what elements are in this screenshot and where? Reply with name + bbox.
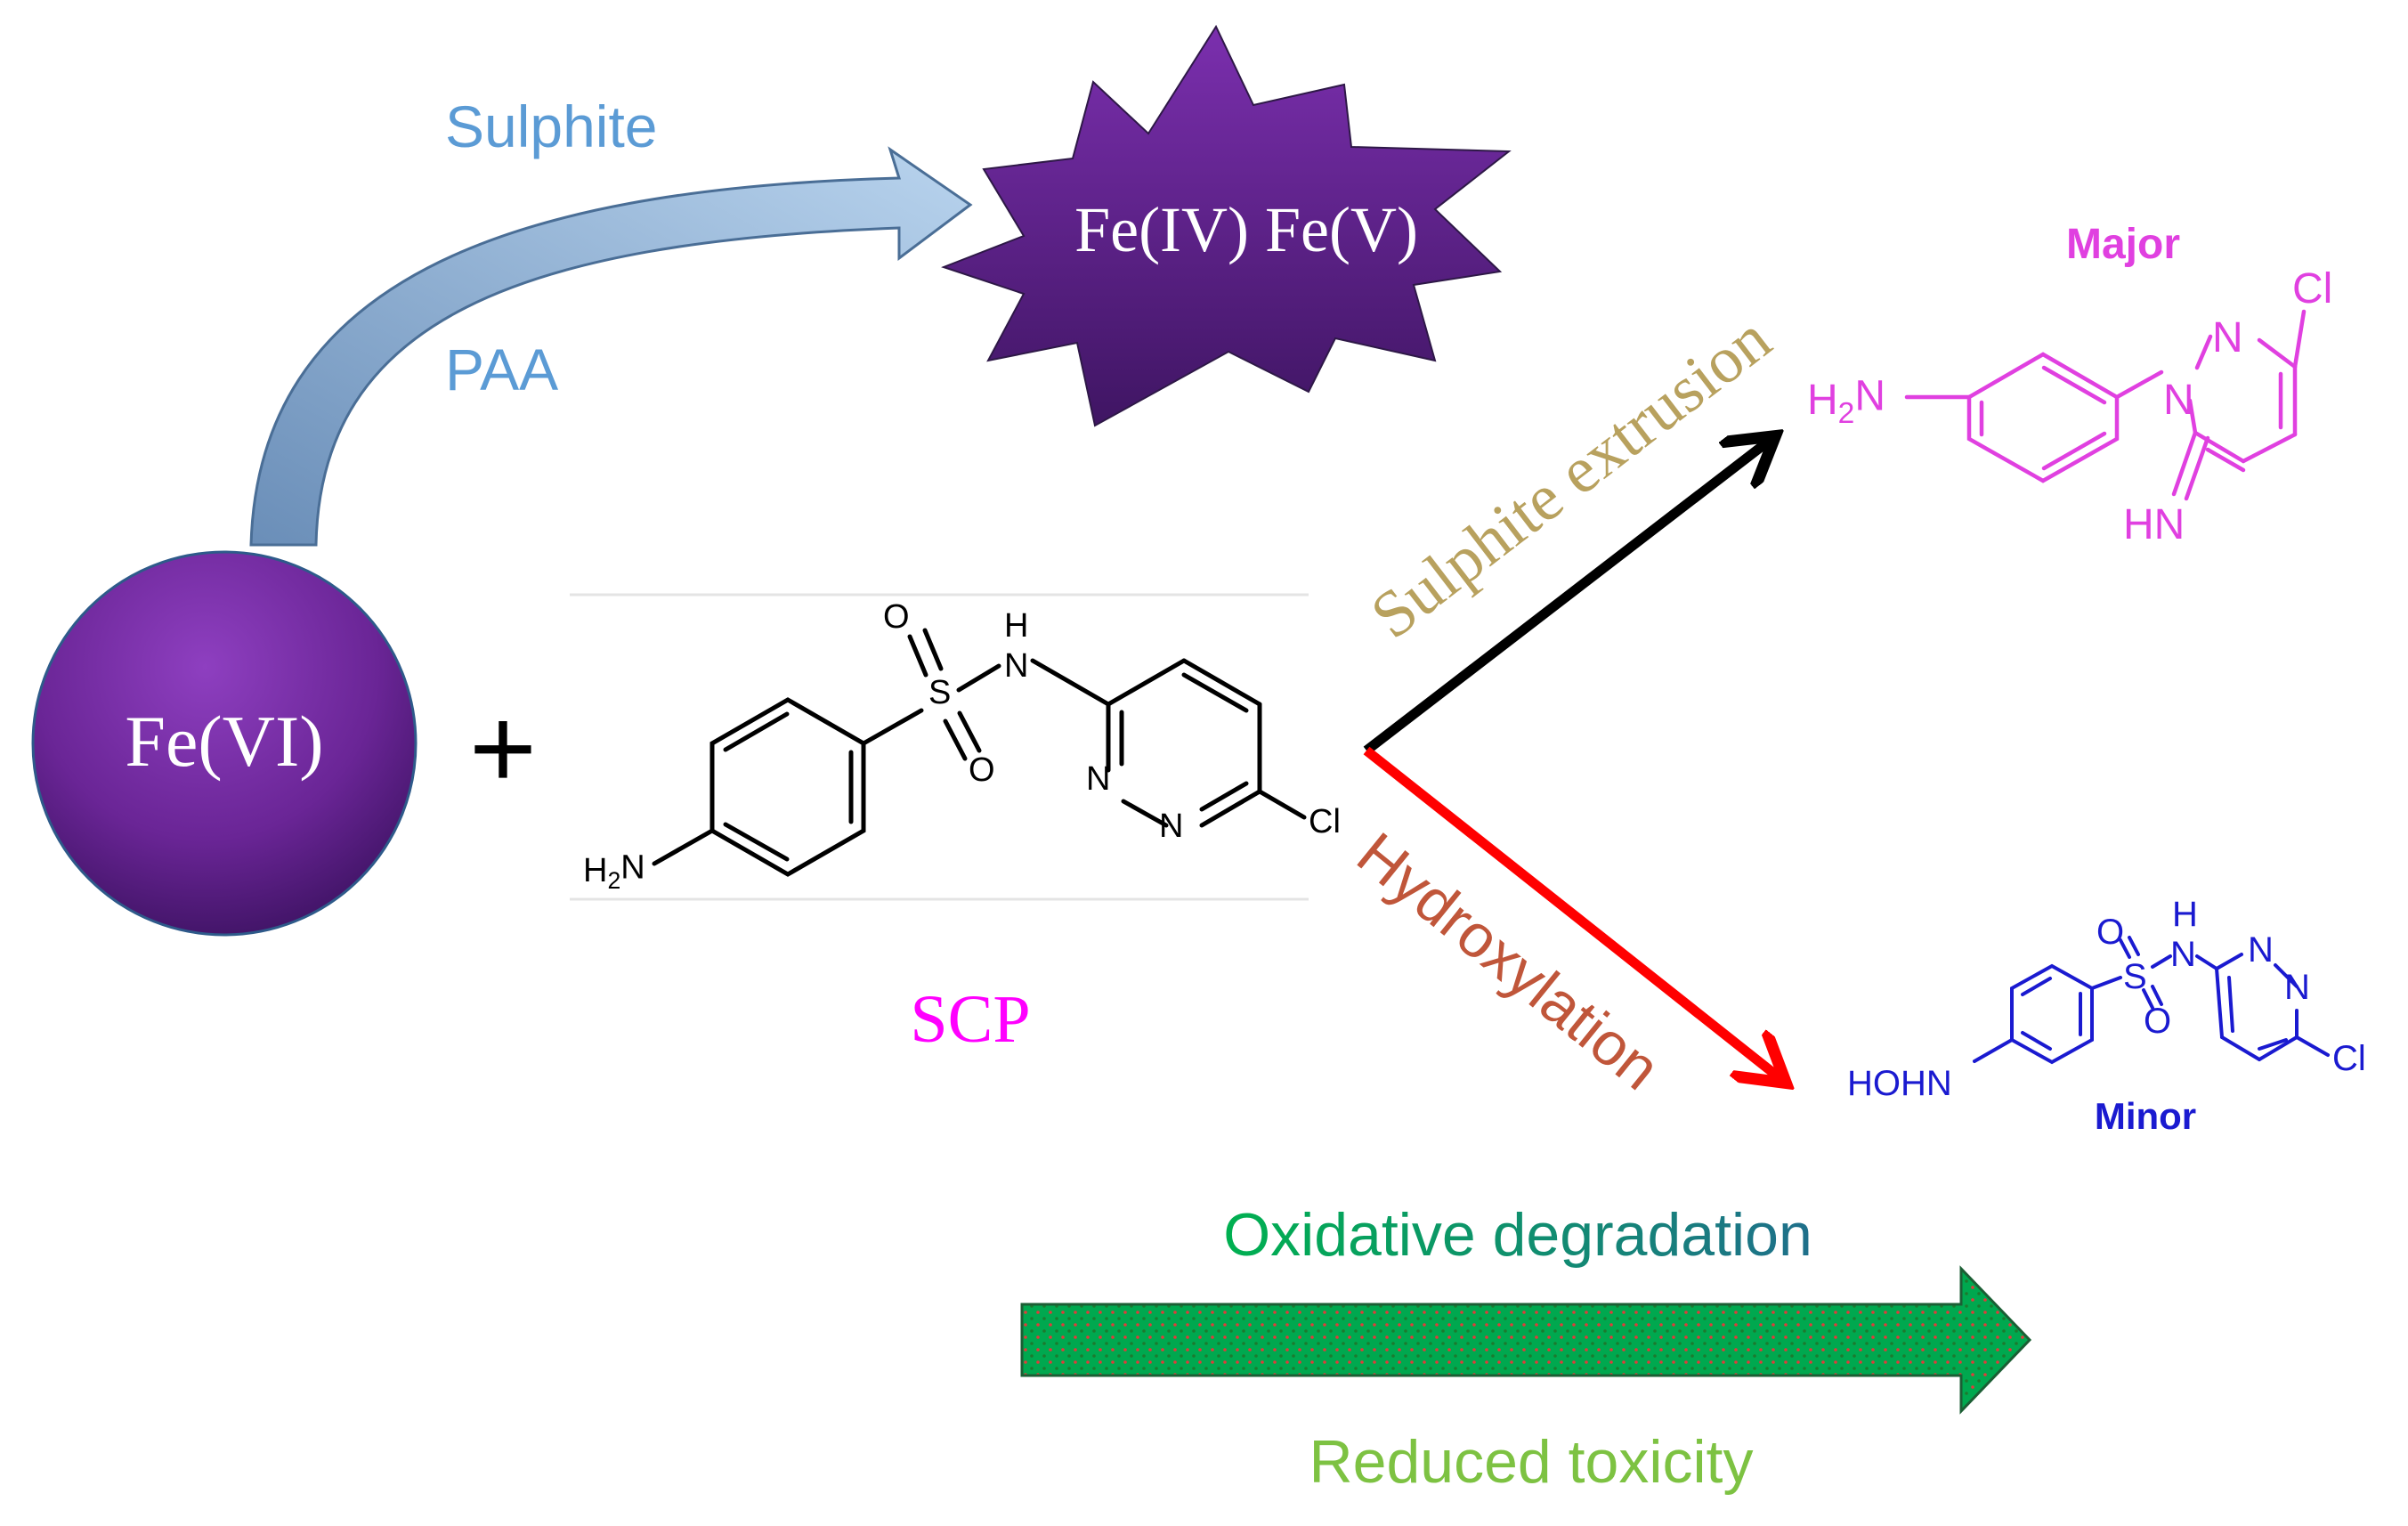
minor-atom-h: H [2172, 895, 2198, 934]
sulphite-label: Sulphite [445, 93, 658, 159]
scp-structure [652, 628, 1307, 877]
minor-atom-cl: Cl [2332, 1039, 2366, 1078]
fe6-sphere [31, 550, 418, 937]
major-atom-cl: Cl [2292, 265, 2332, 313]
ferryl-label: Fe(IV) Fe(V) [1074, 194, 1418, 265]
hydroxylation-arrow [1363, 746, 1782, 1080]
sulphite-extrusion-arrow [1363, 439, 1772, 755]
major-tag: Major [2066, 221, 2180, 268]
scp-atom-h2n: H2N [583, 849, 645, 894]
scp-name: SCP [910, 982, 1030, 1057]
major-atom-h2n: H2N [1807, 373, 1885, 430]
scp-atom-s: S [928, 674, 951, 711]
scp-atom-n2: N [1159, 808, 1183, 845]
minor-atom-n2: N [2284, 968, 2310, 1007]
scp-atom-o-top: O [883, 598, 910, 636]
scp-atom-n1: N [1086, 760, 1110, 798]
minor-atom-hohn: HOHN [1847, 1064, 1952, 1103]
minor-atom-nh: N [2170, 935, 2196, 974]
minor-tag: Minor [2095, 1095, 2196, 1137]
minor-product: HOHN O S O H N N N Cl Minor [1847, 895, 2366, 1137]
minor-atom-n1: N [2248, 930, 2274, 970]
fe6-label: Fe(VI) [125, 701, 323, 782]
oxidative-degradation-label: Oxidative degradation [1223, 1201, 1812, 1269]
scp-atom-h: H [1004, 607, 1028, 645]
major-atom-n2: N [2212, 314, 2243, 361]
activation-arrow [249, 146, 973, 547]
major-product: Major H2N N [1807, 221, 2332, 548]
scp-atom-o-bottom: O [969, 751, 995, 789]
scp-atom-labels: H2N O S O H N N N Cl [583, 598, 1341, 894]
scp-atom-cl: Cl [1309, 803, 1341, 840]
plus-sign: + [469, 683, 537, 813]
major-atom-n1: N [2163, 377, 2194, 424]
reduced-toxicity-label: Reduced toxicity [1309, 1428, 1754, 1496]
ferryl-starburst [941, 24, 1512, 427]
scp-atom-nh: N [1004, 647, 1028, 685]
outcome-arrow [1020, 1265, 2032, 1415]
minor-atom-o-top: O [2096, 913, 2124, 952]
minor-atom-s: S [2123, 957, 2147, 996]
minor-atom-o-bottom: O [2144, 1002, 2171, 1041]
major-atom-hn: HN [2123, 501, 2185, 548]
paa-label: PAA [445, 337, 558, 402]
